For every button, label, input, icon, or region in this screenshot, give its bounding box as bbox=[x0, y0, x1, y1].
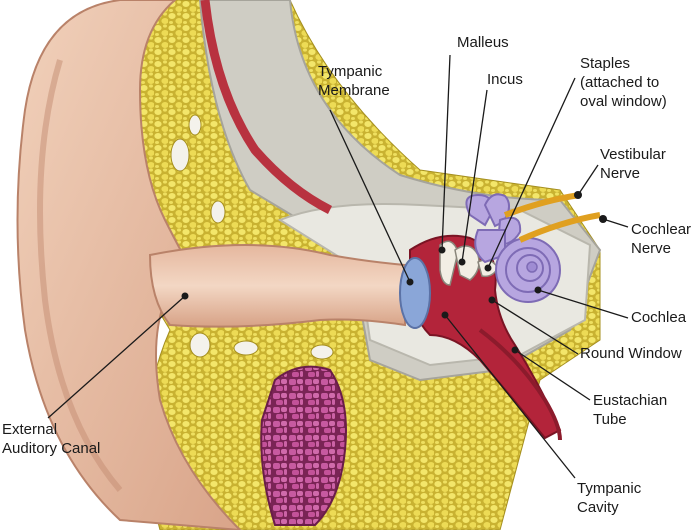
tympanic-membrane-shape bbox=[399, 257, 431, 329]
label-incus: Incus bbox=[487, 71, 523, 88]
air-cell bbox=[210, 200, 226, 224]
air-cell bbox=[170, 138, 190, 172]
ear-canal bbox=[148, 244, 406, 328]
air-cell bbox=[189, 332, 211, 358]
eustachian-tube-shape bbox=[478, 328, 562, 441]
air-cell bbox=[310, 344, 334, 360]
label-tympanic-cavity: Tympanic Cavity bbox=[577, 480, 642, 516]
leader-lines bbox=[47, 54, 629, 479]
cochlea-shape bbox=[495, 237, 561, 303]
air-cell bbox=[233, 340, 259, 356]
air-cell bbox=[188, 114, 202, 136]
label-staples: Staples (attached to oval window) bbox=[580, 55, 667, 110]
label-cochlea: Cochlea bbox=[631, 309, 687, 326]
leader-dots bbox=[181, 246, 542, 354]
semicircular-canals bbox=[465, 193, 522, 264]
blood-vessel bbox=[200, 0, 333, 215]
label-malleus: Malleus bbox=[457, 34, 509, 51]
label-external-auditory-canal: External Auditory Canal bbox=[2, 421, 101, 457]
vestibular-nerve-shape bbox=[503, 192, 581, 218]
ear-fold bbox=[37, 59, 123, 492]
label-vestibular-nerve: Vestibular Nerve bbox=[600, 146, 666, 182]
label-round-window: Round Window bbox=[580, 345, 682, 362]
label-eustachian-tube: Eustachian Tube bbox=[593, 392, 668, 428]
outer-ear bbox=[16, 0, 242, 530]
parotid-tissue bbox=[260, 365, 347, 526]
label-tympanic-membrane: Tympanic Membrane bbox=[318, 63, 390, 99]
cochlear-nerve-shape bbox=[518, 212, 601, 243]
label-cochlear-nerve: Cochlear Nerve bbox=[631, 221, 692, 257]
